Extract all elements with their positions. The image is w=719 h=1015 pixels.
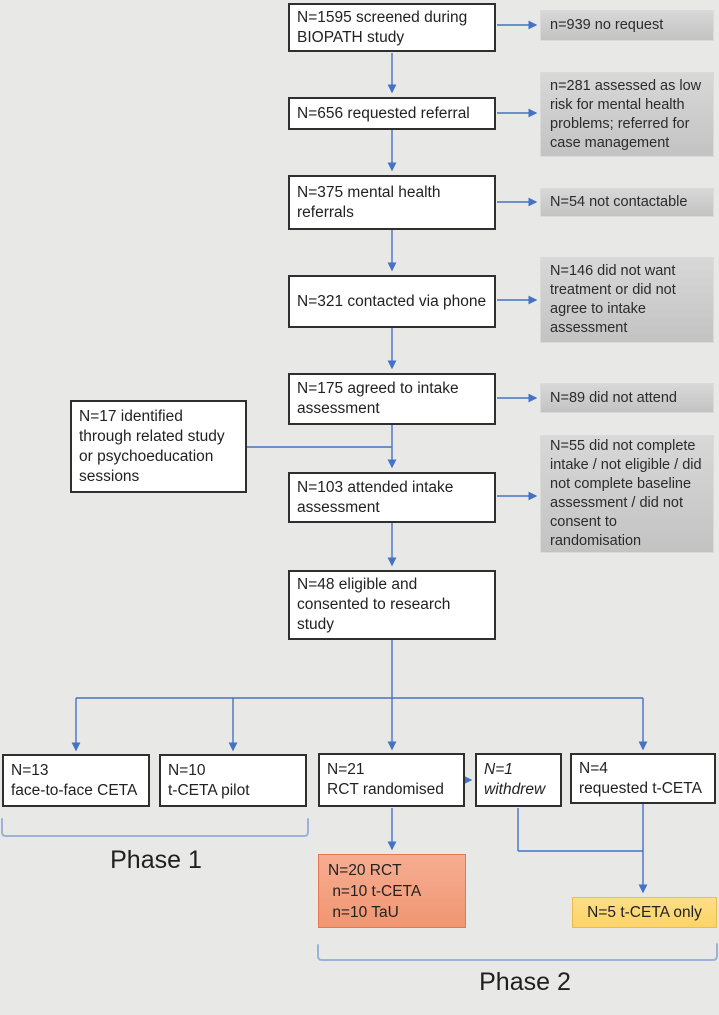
callout-not-contactable-text: N=54 not contactable	[550, 194, 688, 210]
box-mh-referrals-text: N=375 mental health referrals	[297, 183, 441, 221]
phase-2-label: Phase 2	[479, 968, 571, 996]
callout-not-completed-text: N=55 did not complete intake / not eligi…	[550, 438, 702, 549]
callout-did-not-attend: N=89 did not attend	[540, 383, 714, 413]
arm-withdrew-text: N=1 withdrew	[484, 761, 546, 798]
result-rct-allocation-text: N=20 RCT n=10 t-CETA n=10 TaU	[328, 861, 422, 921]
box-contacted-text: N=321 contacted via phone	[297, 292, 487, 310]
result-rct-allocation: N=20 RCT n=10 t-CETA n=10 TaU	[318, 854, 466, 928]
result-tceta-only: N=5 t-CETA only	[572, 897, 717, 928]
arm-face-to-face-ceta: N=13 face-to-face CETA	[2, 754, 150, 807]
box-attended-intake: N=103 attended intake assessment	[288, 472, 496, 523]
callout-not-contactable: N=54 not contactable	[540, 188, 714, 217]
arm-tceta-pilot: N=10 t-CETA pilot	[159, 754, 307, 807]
arm-withdrew: N=1 withdrew	[475, 753, 562, 807]
callout-not-completed: N=55 did not complete intake / not eligi…	[540, 435, 714, 553]
arm-face-to-face-ceta-text: N=13 face-to-face CETA	[11, 761, 138, 799]
arm-tceta-pilot-text: N=10 t-CETA pilot	[168, 761, 250, 799]
arm-requested-tceta-text: N=4 requested t-CETA	[579, 759, 702, 797]
box-identified-related-study: N=17 identified through related study or…	[70, 400, 247, 493]
box-agreed-intake: N=175 agreed to intake assessment	[288, 373, 496, 425]
box-identified-related-study-text: N=17 identified through related study or…	[79, 407, 225, 485]
box-mh-referrals: N=375 mental health referrals	[288, 175, 496, 230]
callout-low-risk-text: n=281 assessed as low risk for mental he…	[550, 77, 702, 151]
box-eligible-consented-text: N=48 eligible and consented to research …	[297, 576, 451, 633]
phase-1-label: Phase 1	[110, 846, 202, 874]
box-requested-referral: N=656 requested referral	[288, 97, 496, 130]
callout-no-request: n=939 no request	[540, 10, 714, 41]
box-requested-referral-text: N=656 requested referral	[297, 104, 470, 122]
box-screened-text: N=1595 screened during BIOPATH study	[297, 8, 468, 46]
callout-did-not-attend-text: N=89 did not attend	[550, 389, 677, 406]
box-eligible-consented: N=48 eligible and consented to research …	[288, 570, 496, 640]
box-agreed-intake-text: N=175 agreed to intake assessment	[297, 380, 459, 417]
box-contacted: N=321 contacted via phone	[288, 275, 496, 328]
callout-did-not-want: N=146 did not want treatment or did not …	[540, 257, 714, 343]
arm-rct-randomised: N=21 RCT randomised	[318, 753, 465, 807]
box-attended-intake-text: N=103 attended intake assessment	[297, 478, 454, 516]
result-tceta-only-text: N=5 t-CETA only	[587, 903, 702, 921]
callout-did-not-want-text: N=146 did not want treatment or did not …	[550, 263, 676, 336]
arm-requested-tceta: N=4 requested t-CETA	[570, 753, 716, 804]
box-screened: N=1595 screened during BIOPATH study	[288, 3, 496, 52]
callout-no-request-text: n=939 no request	[550, 17, 664, 33]
callout-low-risk: n=281 assessed as low risk for mental he…	[540, 72, 714, 157]
arm-rct-randomised-text: N=21 RCT randomised	[327, 761, 444, 798]
